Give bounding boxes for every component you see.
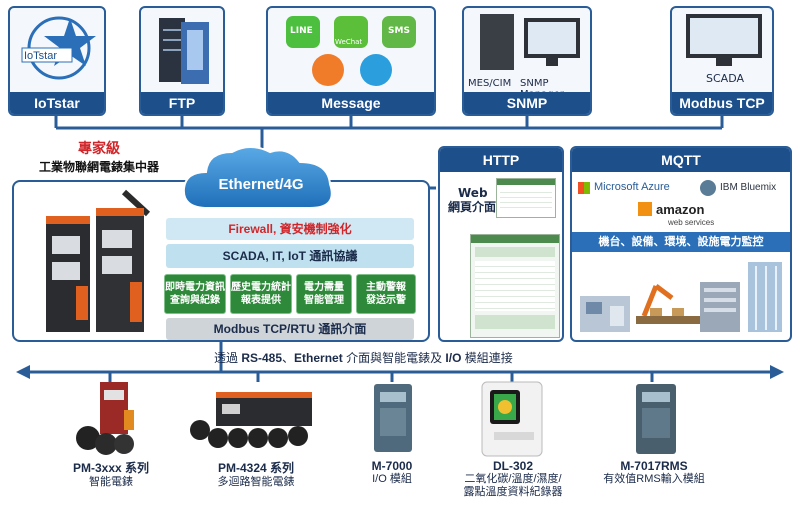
device-pm-4324: PM-4324 系列 多迴路智能電錶: [186, 459, 326, 489]
m-7000-name: M-7000: [371, 459, 413, 473]
m-7000-device-icon: [374, 384, 412, 452]
mqtt-panel: MQTT Microsoft Azure IBM Bluemix amazon …: [570, 146, 792, 342]
feature-interface: Modbus TCP/RTU 通訊介面: [166, 318, 414, 340]
pm-3xxx-name: PM-3xxx 系列: [72, 461, 150, 475]
pm-3xxx-device-icon: [76, 382, 134, 455]
snmp-card: MES/CIM SNMP Manager SNMP: [462, 6, 592, 116]
modbus-tcp-card: SCADA Modbus TCP: [670, 6, 774, 116]
modbus-tcp-label: Modbus TCP: [672, 92, 772, 114]
email-icon: [312, 54, 344, 86]
dl-302-name: DL-302: [492, 459, 533, 473]
http-panel: HTTP Web 網頁介面: [438, 146, 564, 342]
protocols-text: SCADA, IT, IoT 通訊協議: [222, 249, 358, 263]
device-m-7000: M-7000 I/O 模組: [346, 459, 438, 486]
pm-3xxx-desc: 智能電錶: [89, 476, 133, 488]
demand-line1: 電力需量: [304, 282, 344, 293]
pm-4324-name: PM-4324 系列: [217, 461, 295, 475]
tagline-expert: 專家級: [78, 141, 120, 157]
interface-text: Modbus TCP/RTU 通訊介面: [213, 322, 367, 336]
http-title: HTTP: [440, 148, 562, 172]
wechat-app-icon: [334, 16, 368, 48]
pm-4324-desc: 多迴路智能電錶: [217, 476, 295, 488]
iotstar-logo-icon: [21, 16, 96, 80]
web-ui-screenshot: [470, 234, 560, 338]
mqtt-caption: 機台、設備、環境、設施電力監控: [598, 235, 764, 248]
snmp-server-icon: [480, 14, 580, 70]
dl-302-device-icon: [481, 381, 543, 457]
bus-rs485: RS-485: [241, 351, 283, 365]
history-line2: 報表提供: [241, 295, 281, 306]
alarm-line1: 主動警報: [366, 282, 406, 293]
gateway-hardware-icon: [46, 189, 151, 332]
firewall-text: Firewall, 資安機制強化: [228, 222, 352, 236]
message-card: LINE WeChat SMS Message: [266, 6, 436, 116]
snmp-label: SNMP: [464, 92, 590, 114]
ibm-logo-icon: [700, 180, 716, 196]
amazon-label: amazon: [656, 202, 705, 217]
web-caption-line1: Web: [458, 186, 488, 200]
telegram-icon: [360, 54, 392, 86]
web-ui-thumb: [496, 178, 556, 218]
feature-demand: 電力需量 智能管理: [296, 274, 352, 314]
iotstar-logo-text: IoTstar: [24, 50, 58, 62]
factory-scene-icon: [580, 262, 782, 332]
bus-label: 透過 RS-485、Ethernet 介面與智能電錶及 I/O 模組連接: [214, 349, 513, 366]
aws-label: web services: [668, 218, 715, 227]
azure-label: Microsoft Azure: [594, 181, 670, 193]
demand-line2: 智能管理: [304, 295, 344, 306]
pm-4324-device-icon: [190, 392, 312, 448]
line-app-label: LINE: [290, 26, 313, 36]
ftp-label: FTP: [141, 92, 223, 114]
feature-firewall: Firewall, 資安機制強化: [166, 218, 414, 240]
ftp-card: FTP: [139, 6, 225, 116]
wechat-app-label: WeChat: [335, 38, 363, 46]
mes-cim-label: MES/CIM: [468, 78, 512, 89]
server-icon: [159, 18, 209, 84]
web-caption-line2: 網頁介面: [448, 200, 497, 214]
gateway-tagline: 專家級 工業物聯網電錶集中器: [14, 138, 184, 175]
bus-mid2: 介面與智能電錶及: [342, 351, 446, 365]
dl-302-desc-line2: 露點溫度資料紀錄器: [463, 486, 563, 498]
feature-protocols: SCADA, IT, IoT 通訊協議: [166, 244, 414, 268]
alarm-line2: 發送示警: [366, 295, 406, 306]
web-caption: Web 網頁介面: [448, 186, 496, 214]
iotstar-label: IoTstar: [10, 92, 104, 114]
feature-alarm: 主動警報 發送示警: [356, 274, 416, 314]
iotstar-card: IoTstar IoTstar: [8, 6, 106, 116]
bus-io: I/O: [445, 351, 462, 365]
realtime-line1: 即時電力資訊: [165, 282, 225, 293]
realtime-line2: 查詢與紀錄: [170, 295, 220, 306]
history-line1: 歷史電力統計: [231, 282, 291, 293]
mqtt-caption-bar: 機台、設備、環境、設施電力監控: [572, 232, 790, 252]
bus-suffix: 模組連接: [461, 351, 513, 365]
device-m-7017rms: M-7017RMS 有效值RMS輸入模組: [590, 459, 718, 486]
sms-app-label: SMS: [388, 26, 410, 36]
dl-302-desc-line1: 二氧化碳/溫度/濕度/: [464, 473, 562, 485]
tagline-description: 工業物聯網電錶集中器: [38, 160, 159, 174]
m-7000-desc: I/O 模組: [372, 473, 412, 485]
m-7017rms-device-icon: [636, 384, 676, 454]
device-pm-3xxx: PM-3xxx 系列 智能電錶: [46, 459, 176, 489]
bus-prefix: 透過: [214, 351, 242, 365]
m-7017rms-desc: 有效值RMS輸入模組: [603, 473, 705, 485]
scada-monitor-icon: [686, 14, 762, 66]
feature-history: 歷史電力統計 報表提供: [230, 274, 292, 314]
mqtt-title: MQTT: [572, 148, 790, 172]
device-dl-302: DL-302 二氧化碳/溫度/濕度/ 露點溫度資料紀錄器: [448, 459, 578, 499]
feature-realtime: 即時電力資訊 查詢與紀錄: [164, 274, 226, 314]
ibm-bluemix-label: IBM Bluemix: [720, 182, 777, 193]
scada-label: SCADA: [706, 72, 744, 85]
message-label: Message: [268, 92, 434, 114]
cloud-icon: [182, 146, 333, 209]
aws-logo-icon: [638, 202, 652, 216]
line-app-icon: [286, 16, 320, 48]
sms-app-icon: [382, 16, 416, 48]
bus-mid1: 、: [282, 351, 295, 365]
bus-ethernet: Ethernet: [294, 351, 343, 365]
m-7017rms-name: M-7017RMS: [620, 459, 688, 473]
azure-logo-icon: [578, 182, 590, 194]
cloud-label: Ethernet/4G: [218, 176, 304, 193]
